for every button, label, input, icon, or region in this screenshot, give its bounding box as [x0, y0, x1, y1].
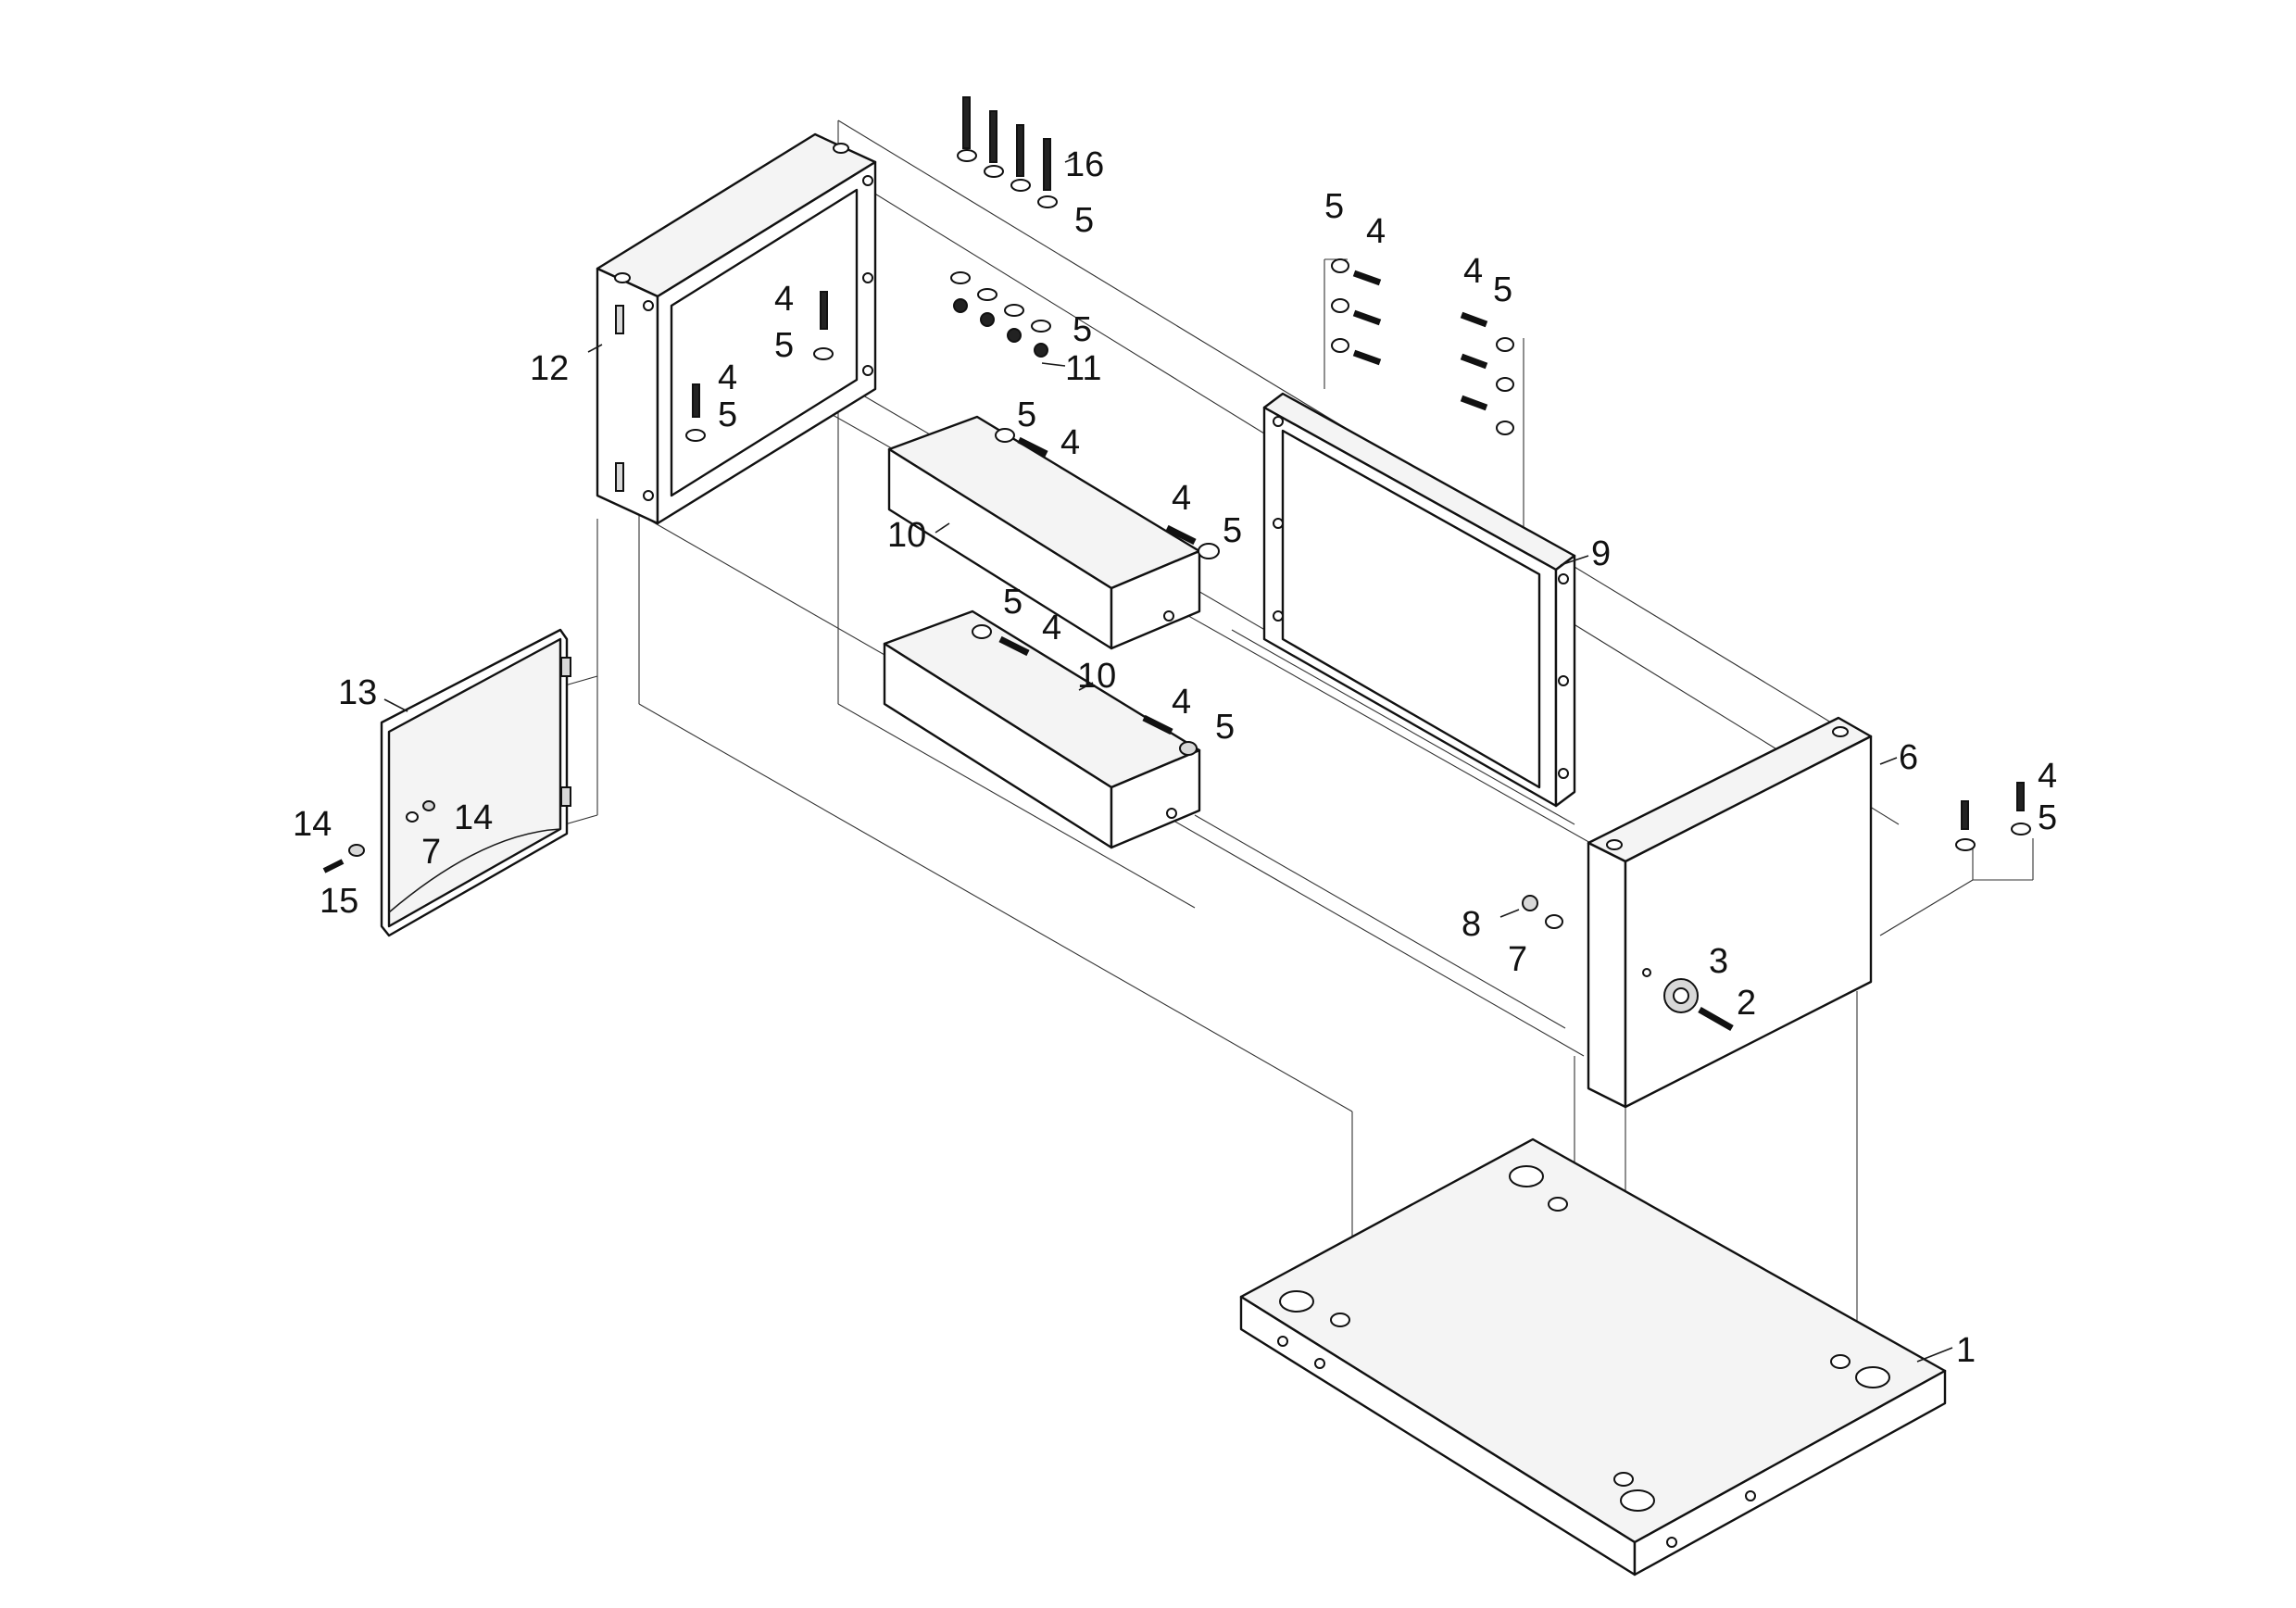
- label-part-5-rail-lower: 5: [1003, 583, 1023, 622]
- part-labels: 1 2 3 6 8 7 9 10 10 11 12 13 14 14 7 15 …: [293, 145, 2057, 1370]
- label-part-14-left: 14: [293, 805, 332, 844]
- upper-rail: [887, 415, 1201, 650]
- knob-screw: [1698, 1006, 1734, 1032]
- base-plate: [1239, 1137, 1947, 1577]
- adjustment-knob: [1663, 978, 1699, 1013]
- label-part-4-rail-upper: 4: [1060, 423, 1080, 462]
- label-part-5-rail-upper: 5: [1017, 396, 1036, 434]
- back-frame: [1262, 392, 1576, 808]
- label-part-1: 1: [1956, 1331, 1976, 1370]
- label-part-5-rightpanel: 5: [2038, 798, 2057, 837]
- label-part-10-lower: 10: [1077, 657, 1116, 696]
- label-part-5-rail-lower-end: 5: [1215, 708, 1235, 747]
- washers-top-5: [957, 149, 1058, 208]
- label-part-14-right: 14: [454, 798, 493, 837]
- label-part-4-rightpanel: 4: [2038, 757, 2057, 796]
- label-part-5-nuts: 5: [1073, 310, 1092, 349]
- label-part-13: 13: [338, 673, 377, 712]
- rail-bolts: [972, 428, 1220, 756]
- label-part-4-leftframe-low: 4: [718, 358, 737, 397]
- label-part-9: 9: [1591, 534, 1611, 573]
- door-fasteners: [322, 800, 435, 873]
- label-part-12: 12: [530, 349, 569, 388]
- label-part-6: 6: [1899, 738, 1918, 777]
- label-part-4-rail-lower-end: 4: [1172, 683, 1191, 722]
- label-part-7-left: 7: [421, 833, 441, 872]
- bolts-top-16: [962, 96, 1051, 191]
- left-frame-bolts: [685, 291, 834, 442]
- label-part-4-rail-upper-end: 4: [1172, 479, 1191, 518]
- left-side-frame: [596, 132, 877, 525]
- right-side-panel: [1587, 716, 1873, 1109]
- label-part-11: 11: [1065, 349, 1101, 388]
- door-panel: [380, 628, 571, 937]
- label-part-16: 16: [1065, 145, 1104, 184]
- label-part-5-leftframe-low: 5: [718, 396, 737, 434]
- label-part-5-backframe-right: 5: [1493, 270, 1512, 309]
- label-part-4-rail-lower: 4: [1042, 609, 1061, 647]
- lower-rail: [883, 609, 1201, 849]
- label-part-5-backframe: 5: [1324, 187, 1344, 226]
- label-part-5-rail-upper-end: 5: [1223, 511, 1242, 550]
- label-part-10-upper: 10: [887, 516, 926, 555]
- label-part-5-top: 5: [1074, 201, 1094, 240]
- label-part-4-backframe-right: 4: [1463, 252, 1483, 291]
- label-part-15: 15: [320, 882, 358, 921]
- label-part-3: 3: [1709, 942, 1728, 981]
- label-part-2: 2: [1737, 984, 1756, 1023]
- label-part-7-right: 7: [1508, 940, 1527, 979]
- label-part-4-leftframe: 4: [774, 280, 794, 319]
- callout-leaders: [383, 157, 1953, 1363]
- label-part-4-backframe: 4: [1366, 212, 1386, 251]
- label-part-5-leftframe: 5: [774, 326, 794, 365]
- back-frame-bolts: [1331, 258, 1514, 435]
- right-panel-bolts: [1522, 782, 2031, 929]
- label-part-8: 8: [1462, 905, 1481, 944]
- nuts-11-and-washers-5: [950, 271, 1051, 358]
